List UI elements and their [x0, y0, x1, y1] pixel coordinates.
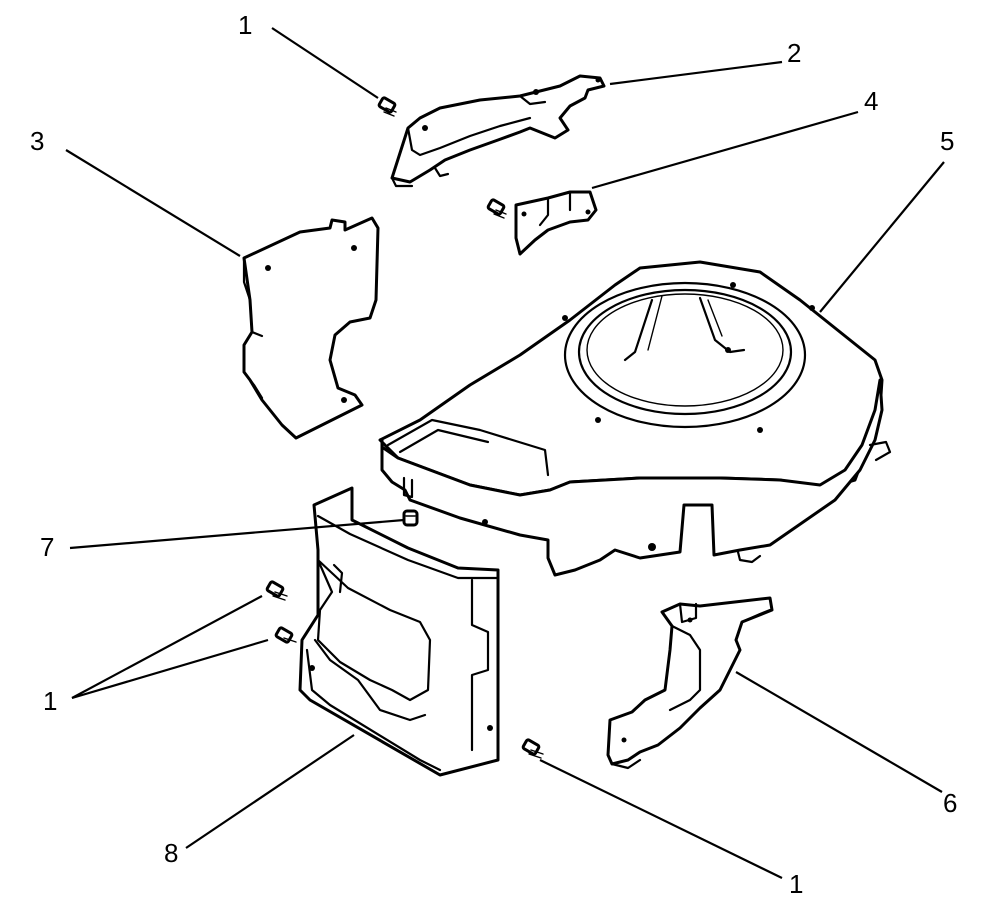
blower-housing	[378, 260, 892, 577]
leader-6	[735, 671, 943, 793]
callout-7: 7	[40, 532, 54, 562]
leader-8	[185, 734, 355, 849]
leader-1-bottom	[539, 759, 783, 879]
leader-3	[65, 149, 241, 257]
callout-8: 8	[164, 838, 178, 868]
leader-lines	[65, 27, 945, 879]
screw-deflector	[486, 198, 507, 219]
screw-shroud-lower	[274, 626, 297, 644]
callout-1-bottom: 1	[789, 869, 803, 899]
upper-bracket	[390, 74, 606, 188]
side-baffle-right	[606, 596, 774, 770]
screw-shroud-upper	[265, 580, 288, 601]
callout-3: 3	[30, 126, 44, 156]
leader-5	[819, 161, 945, 313]
leader-1-top	[271, 27, 379, 99]
callout-2: 2	[787, 38, 801, 68]
callout-1-left: 1	[43, 686, 57, 716]
leader-1-left-b	[71, 638, 269, 700]
side-shield-left	[242, 216, 380, 440]
callouts: 1 2 3 4 5 6 7 1 8 1	[30, 10, 957, 899]
leader-4	[591, 110, 859, 190]
nut	[402, 509, 419, 527]
callout-4: 4	[864, 86, 878, 116]
leader-7	[69, 518, 405, 550]
callout-1-top: 1	[238, 10, 252, 40]
leader-1-left-a	[71, 595, 263, 699]
screw-top	[377, 96, 397, 117]
callout-6: 6	[943, 788, 957, 818]
leader-2	[609, 60, 783, 86]
callout-5: 5	[940, 126, 954, 156]
small-deflector	[514, 190, 598, 256]
screw-bottom	[521, 738, 544, 759]
cylinder-shroud	[298, 486, 500, 777]
